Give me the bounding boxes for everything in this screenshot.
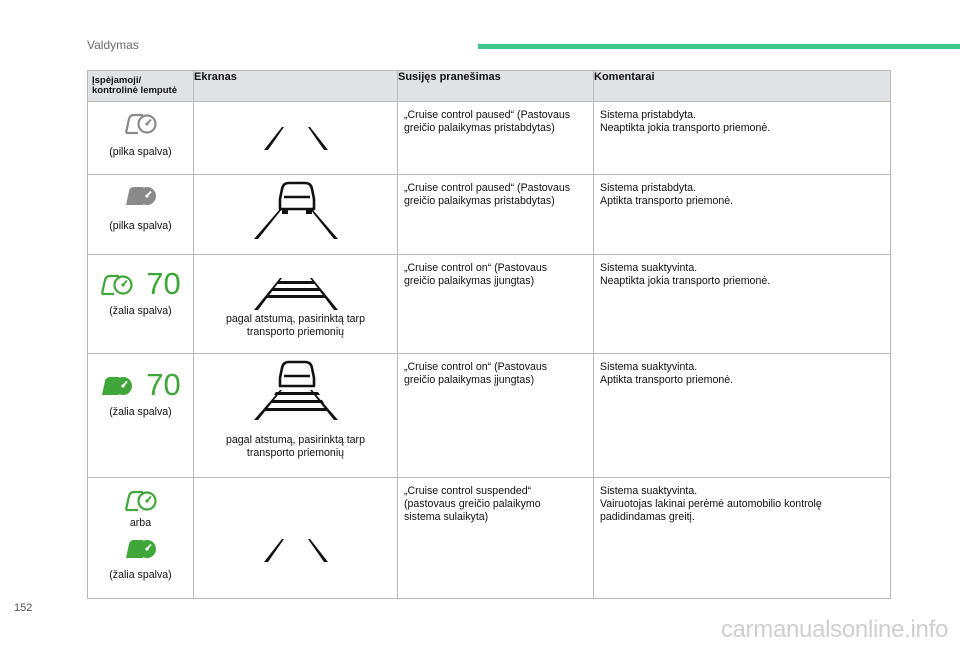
lane-distance-bars-icon (254, 278, 338, 310)
table-row: (pilka spalva) „Cruise control paused“ (… (87, 174, 891, 255)
lane-car-distance-bars-icon (254, 360, 338, 420)
speedometer-filled-green-icon (125, 540, 156, 558)
warning-lamp-cell: 70 (žalia spalva) (87, 254, 194, 354)
section-title: Valdymas (87, 38, 139, 52)
lamp-color-note: (pilka spalva) (109, 220, 172, 232)
warning-lamp-cell: (pilka spalva) (87, 101, 194, 175)
speedometer-outline-grey-icon (124, 113, 157, 135)
speedometer-outline-green-icon (101, 274, 133, 296)
set-speed-value: 70 (146, 367, 181, 402)
accent-bar (478, 44, 960, 49)
lamp-or-label: arba (129, 517, 152, 529)
display-cell (193, 477, 398, 599)
table-row: 70 (žalia spalva) pagal atstumą, pasirin… (87, 254, 891, 354)
page-number: 152 (14, 602, 33, 614)
message-cell: „Cruise control suspended“ (pastovaus gr… (397, 477, 594, 599)
lane-lines-icon (264, 127, 328, 150)
header-message: Susijęs pranešimas (397, 70, 594, 102)
display-caption: pagal atstumą, pasirinktą tarp (226, 313, 365, 325)
header-comments: Komentarai (593, 70, 891, 102)
table-header-row: Įspėjamoji/ kontrolinė lemputė Ekranas S… (87, 70, 891, 102)
message-cell: „Cruise control on“ (Pastovaus greičio p… (397, 254, 594, 354)
display-caption: transporto priemonių (246, 447, 345, 459)
set-speed-value: 70 (146, 266, 181, 301)
watermark: carmanualsonline.info (720, 616, 948, 643)
lamp-color-note: (žalia spalva) (109, 406, 172, 418)
warning-lamp-cell: arba (žalia spalva) (87, 477, 194, 599)
warning-lamp-cell: 70 (žalia spalva) (87, 353, 194, 478)
table-row: arba (žalia spalva) „Cruise control susp… (87, 477, 891, 599)
header-display: Ekranas (193, 70, 398, 102)
comments-cell: Sistema suaktyvinta. Aptikta transporto … (593, 353, 891, 478)
display-cell (193, 174, 398, 255)
message-cell: „Cruise control paused“ (Pastovaus greič… (397, 174, 594, 255)
message-cell: „Cruise control on“ (Pastovaus greičio p… (397, 353, 594, 478)
speedometer-filled-green-icon (102, 377, 133, 395)
comments-cell: Sistema pristabdyta. Aptikta transporto … (593, 174, 891, 255)
table-row: 70 (žalia spalva) pagal atstumą, pasirin… (87, 353, 891, 478)
comments-cell: Sistema suaktyvinta. Vairuotojas lakinai… (593, 477, 891, 599)
warning-lamp-cell: (pilka spalva) (87, 174, 194, 255)
lane-car-icon (254, 181, 338, 239)
comments-cell: Sistema pristabdyta. Neaptikta jokia tra… (593, 101, 891, 175)
display-caption: pagal atstumą, pasirinktą tarp (226, 434, 365, 446)
display-caption: transporto priemonių (246, 326, 345, 338)
speedometer-outline-green-icon (124, 490, 157, 512)
cruise-control-table: Įspėjamoji/ kontrolinė lemputė Ekranas S… (87, 70, 891, 599)
table-row: (pilka spalva) „Cruise control paused“ (… (87, 101, 891, 175)
lamp-color-note: (pilka spalva) (109, 146, 172, 158)
lamp-color-note: (žalia spalva) (109, 569, 172, 581)
lane-lines-icon (264, 539, 328, 562)
lamp-color-note: (žalia spalva) (109, 305, 172, 317)
display-cell: pagal atstumą, pasirinktą tarp transport… (193, 254, 398, 354)
header-warning-lamp: Įspėjamoji/ kontrolinė lemputė (87, 70, 194, 102)
comments-cell: Sistema suaktyvinta. Neaptikta jokia tra… (593, 254, 891, 354)
message-cell: „Cruise control paused“ (Pastovaus greič… (397, 101, 594, 175)
display-cell: pagal atstumą, pasirinktą tarp transport… (193, 353, 398, 478)
display-cell (193, 101, 398, 175)
speedometer-filled-grey-icon (125, 187, 156, 205)
